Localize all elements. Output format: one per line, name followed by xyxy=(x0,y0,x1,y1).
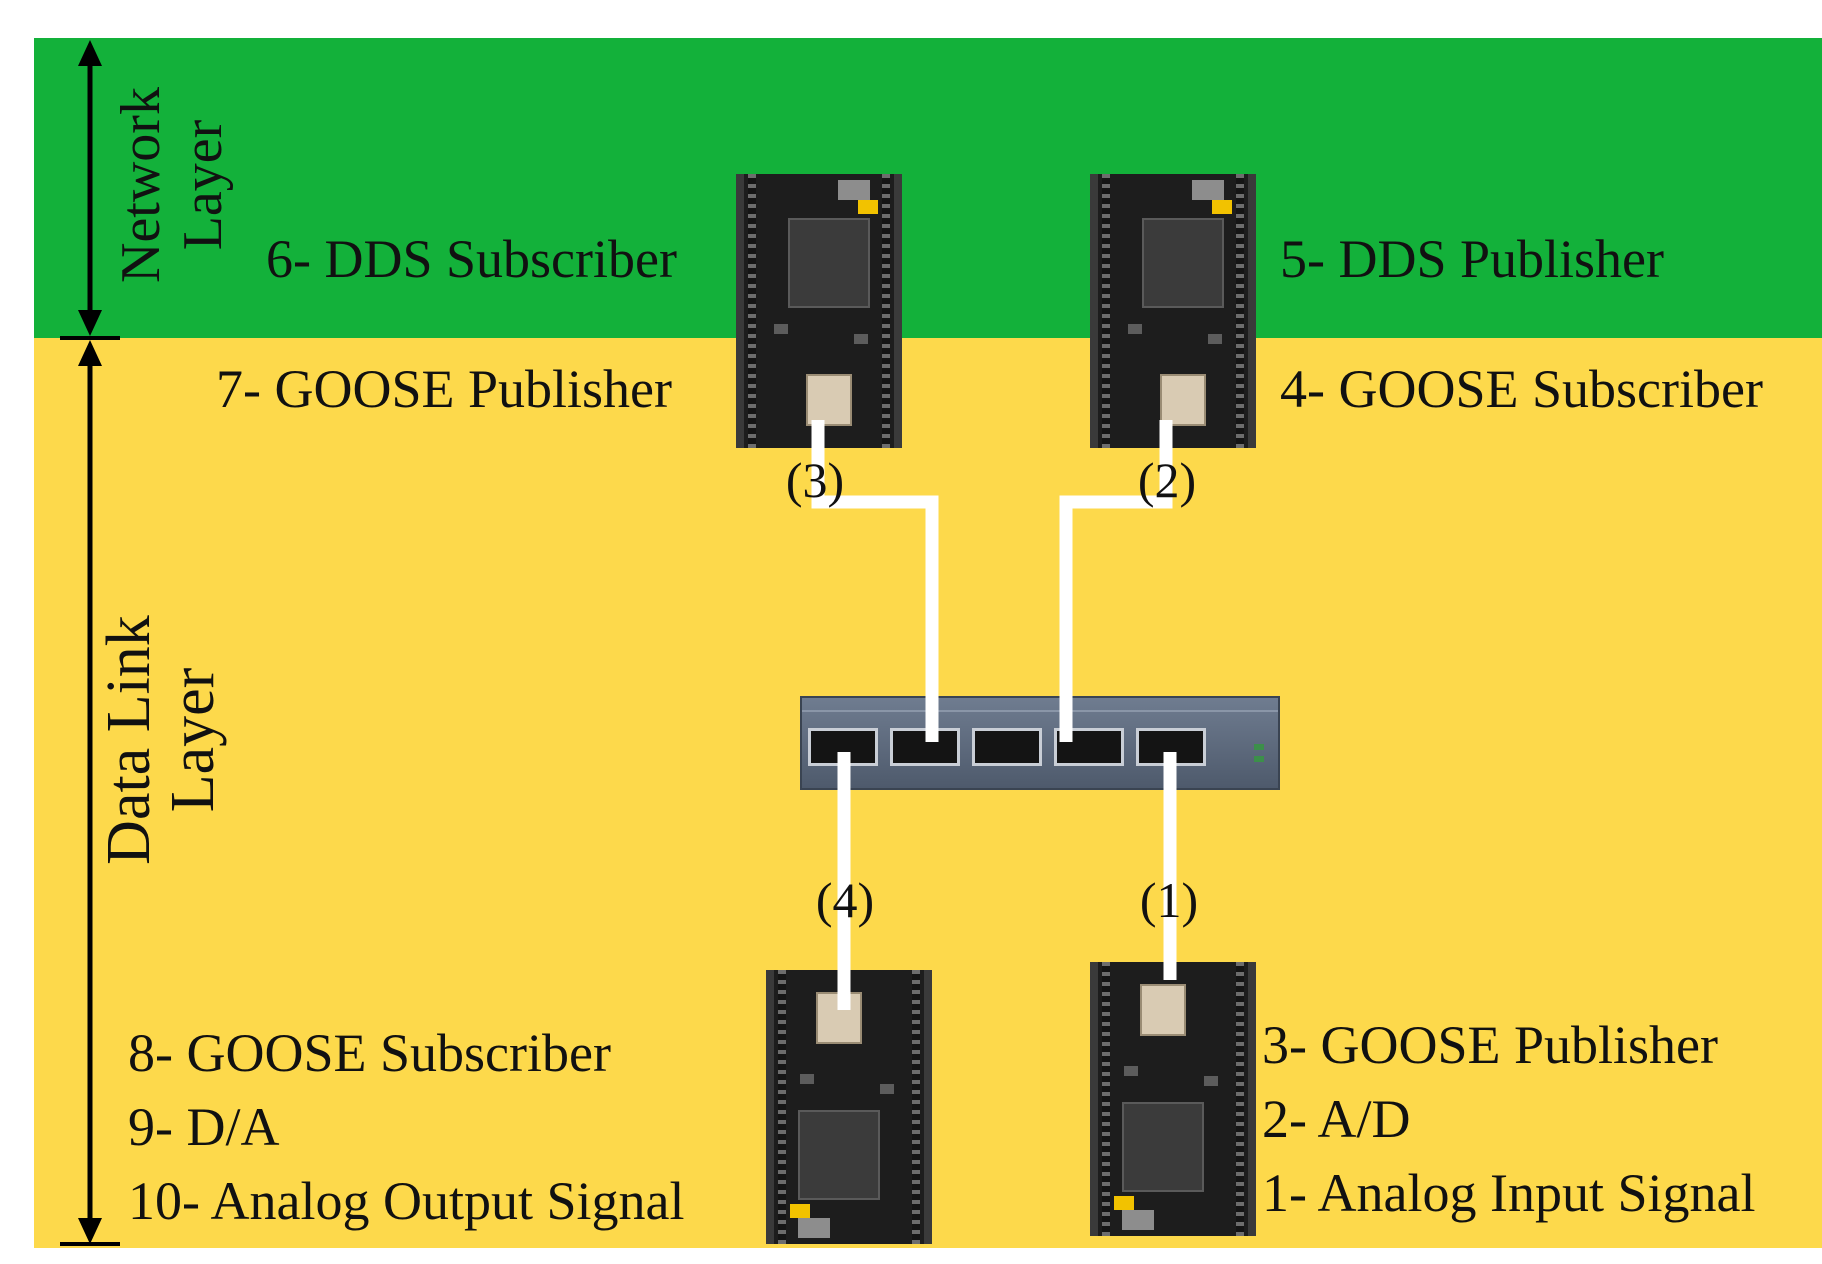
bottom-left-label-line3: 10- Analog Output Signal xyxy=(128,1171,685,1231)
port-label-2: (2) xyxy=(1137,452,1197,508)
port-label-3: (3) xyxy=(785,452,845,508)
microcontroller-board-icon xyxy=(736,174,902,448)
top-left-label-line1: 6- DDS Subscriber xyxy=(266,229,677,289)
bottom-right-label-line3: 1- Analog Input Signal xyxy=(1262,1163,1756,1223)
cable-port-2 xyxy=(1059,420,1173,742)
top-right-label-line2: 4- GOOSE Subscriber xyxy=(1280,359,1763,419)
cable-port-3 xyxy=(811,420,939,742)
ethernet-switch-icon xyxy=(800,696,1280,790)
microcontroller-board-icon xyxy=(1090,174,1256,448)
bottom-right-node-label: 3- GOOSE Publisher 2- A/D 1- Analog Inpu… xyxy=(1262,1008,1755,1230)
top-right-label-line1: 5- DDS Publisher xyxy=(1280,229,1665,289)
bottom-right-label-line1: 3- GOOSE Publisher xyxy=(1262,1015,1718,1075)
top-left-label-line2: 7- GOOSE Publisher xyxy=(216,359,672,419)
port-label-1: (1) xyxy=(1139,872,1199,928)
network-layer-band xyxy=(34,38,1822,338)
port-label-4: (4) xyxy=(815,872,875,928)
bottom-left-label-line1: 8- GOOSE Subscriber xyxy=(128,1023,611,1083)
top-left-node-label: 6- DDS Subscriber 7- GOOSE Publisher xyxy=(216,222,677,426)
bottom-left-label-line2: 9- D/A xyxy=(128,1097,280,1157)
bottom-right-label-line2: 2- A/D xyxy=(1262,1089,1411,1149)
data-link-layer-extent-arrow xyxy=(60,340,120,1246)
network-layer-extent-arrow xyxy=(60,40,120,340)
bottom-left-node-label: 8- GOOSE Subscriber 9- D/A 10- Analog Ou… xyxy=(128,1016,684,1238)
top-right-node-label: 5- DDS Publisher 4- GOOSE Subscriber xyxy=(1280,222,1763,426)
